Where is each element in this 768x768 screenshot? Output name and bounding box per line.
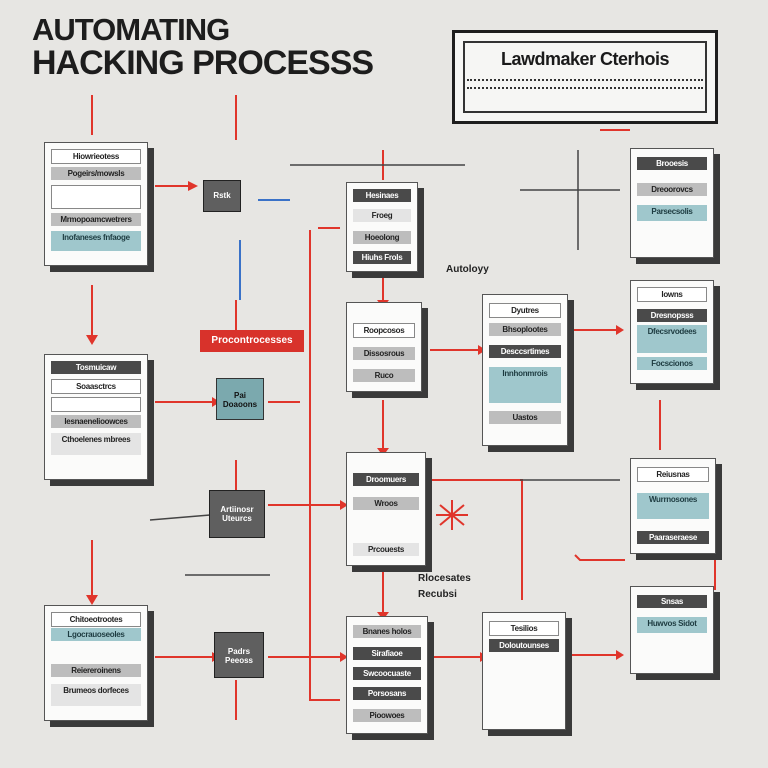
card-bar: Huwvos Sidot bbox=[637, 617, 707, 633]
card-bar: Iowns bbox=[637, 287, 707, 302]
card-bar: Bhsoplootes bbox=[489, 323, 561, 336]
card-bar: Dyutres bbox=[489, 303, 561, 318]
card-bar: Brooesis bbox=[637, 157, 707, 170]
card-bar: Innhonmrois bbox=[489, 367, 561, 403]
card-right-2: Iowns Dresnopsss Dfecsrvodees Focscionos bbox=[630, 280, 714, 384]
node-box-1: Rstk bbox=[203, 180, 241, 212]
card-mid-4: Bnanes holos Sirafiaoe Swcoocuaste Porso… bbox=[346, 616, 428, 734]
card-bar: Hiuhs Frols bbox=[353, 251, 411, 264]
card-bar: Dreoorovcs bbox=[637, 183, 707, 196]
card-bar: Droomuers bbox=[353, 473, 419, 486]
banner-title: Lawdmaker Cterhois bbox=[500, 49, 670, 69]
annotation-top: Autoloyy bbox=[446, 264, 489, 275]
node-box-3: Artiinosr Uteurcs bbox=[209, 490, 265, 538]
card-bar: Bnanes holos bbox=[353, 625, 421, 638]
card-mid-2: Roopcosos Dissosrous Ruco bbox=[346, 302, 422, 392]
card-bar: Froeg bbox=[353, 209, 411, 222]
card-bar: Porsosans bbox=[353, 687, 421, 700]
banner-frame bbox=[463, 41, 707, 113]
node-box-2: Pai Doaoons bbox=[216, 378, 264, 420]
card-bar: Prcouests bbox=[353, 543, 419, 556]
card-left-1: Hiowrieotess Pogeirs/mowsls Mrmopoamcwet… bbox=[44, 142, 148, 266]
node-box-4: Padrs Peeoss bbox=[214, 632, 264, 678]
card-left-2: Tosmuicaw Soaasctrcs Iesnaenelioowces Ct… bbox=[44, 354, 148, 480]
card-mid-1: Hesinaes Froeg Hoeolong Hiuhs Frols bbox=[346, 182, 418, 272]
card-bar: Desccsrtimes bbox=[489, 345, 561, 358]
title-line-1: Automating bbox=[32, 12, 230, 47]
card-bar: Dresnopsss bbox=[637, 309, 707, 322]
card-bar: Dissosrous bbox=[353, 347, 415, 360]
card-bar: Hesinaes bbox=[353, 189, 411, 202]
card-mid-3: Droomuers Wroos Prcouests bbox=[346, 452, 426, 566]
card-bar: Mrmopoamcwetrers bbox=[51, 213, 141, 226]
card-bar bbox=[51, 397, 141, 412]
annotation-middle-2: Recubsi bbox=[418, 589, 457, 600]
card-bar bbox=[51, 185, 141, 209]
card-left-3: Chitoeotrootes Lgocrauoseoles Reiereroin… bbox=[44, 605, 148, 721]
card-bar: Cthoelenes mbrees bbox=[51, 433, 141, 455]
card-bar: Tosmuicaw bbox=[51, 361, 141, 374]
card-bar: Reiusnas bbox=[637, 467, 709, 482]
annotation-middle-1: Rlocesates bbox=[418, 573, 471, 584]
card-bar: Paaraseraese bbox=[637, 531, 709, 544]
card-right-1: Brooesis Dreoorovcs Parsecsolis bbox=[630, 148, 714, 258]
card-bar: Brumeos dorfeces bbox=[51, 684, 141, 706]
card-center-1: Dyutres Bhsoplootes Desccsrtimes Innhonm… bbox=[482, 294, 568, 446]
card-bar: Chitoeotrootes bbox=[51, 612, 141, 627]
card-center-2: Tesilios Doloutounses bbox=[482, 612, 566, 730]
banner: Lawdmaker Cterhois bbox=[452, 30, 718, 124]
card-right-4: Snsas Huwvos Sidot bbox=[630, 586, 714, 674]
card-bar: Hoeolong bbox=[353, 231, 411, 244]
card-bar: Sirafiaoe bbox=[353, 647, 421, 660]
card-bar: Iesnaenelioowces bbox=[51, 415, 141, 428]
card-bar: Snsas bbox=[637, 595, 707, 608]
card-bar: Focscionos bbox=[637, 357, 707, 370]
card-bar: Pioowoes bbox=[353, 709, 421, 722]
card-bar: Swcoocuaste bbox=[353, 667, 421, 680]
card-bar: Parsecsolis bbox=[637, 205, 707, 221]
card-bar: Hiowrieotess bbox=[51, 149, 141, 164]
card-bar: Dfecsrvodees bbox=[637, 325, 707, 353]
card-bar: Lgocrauoseoles bbox=[51, 628, 141, 641]
card-bar: Pogeirs/mowsls bbox=[51, 167, 141, 180]
card-bar: Wurrnosones bbox=[637, 493, 709, 519]
card-bar: Uastos bbox=[489, 411, 561, 424]
process-tag: Procontrocesses bbox=[200, 330, 304, 352]
title-line-2: Hacking Processs bbox=[32, 44, 374, 82]
banner-subtitle-rule bbox=[467, 79, 703, 89]
card-right-3: Reiusnas Wurrnosones Paaraseraese bbox=[630, 458, 716, 554]
card-bar: Ruco bbox=[353, 369, 415, 382]
card-bar: Reiereroinens bbox=[51, 664, 141, 677]
card-bar: Inofaneses fnfaoge bbox=[51, 231, 141, 251]
card-bar: Roopcosos bbox=[353, 323, 415, 338]
card-bar: Wroos bbox=[353, 497, 419, 510]
card-bar: Tesilios bbox=[489, 621, 559, 636]
card-bar: Soaasctrcs bbox=[51, 379, 141, 394]
card-bar: Doloutounses bbox=[489, 639, 559, 652]
